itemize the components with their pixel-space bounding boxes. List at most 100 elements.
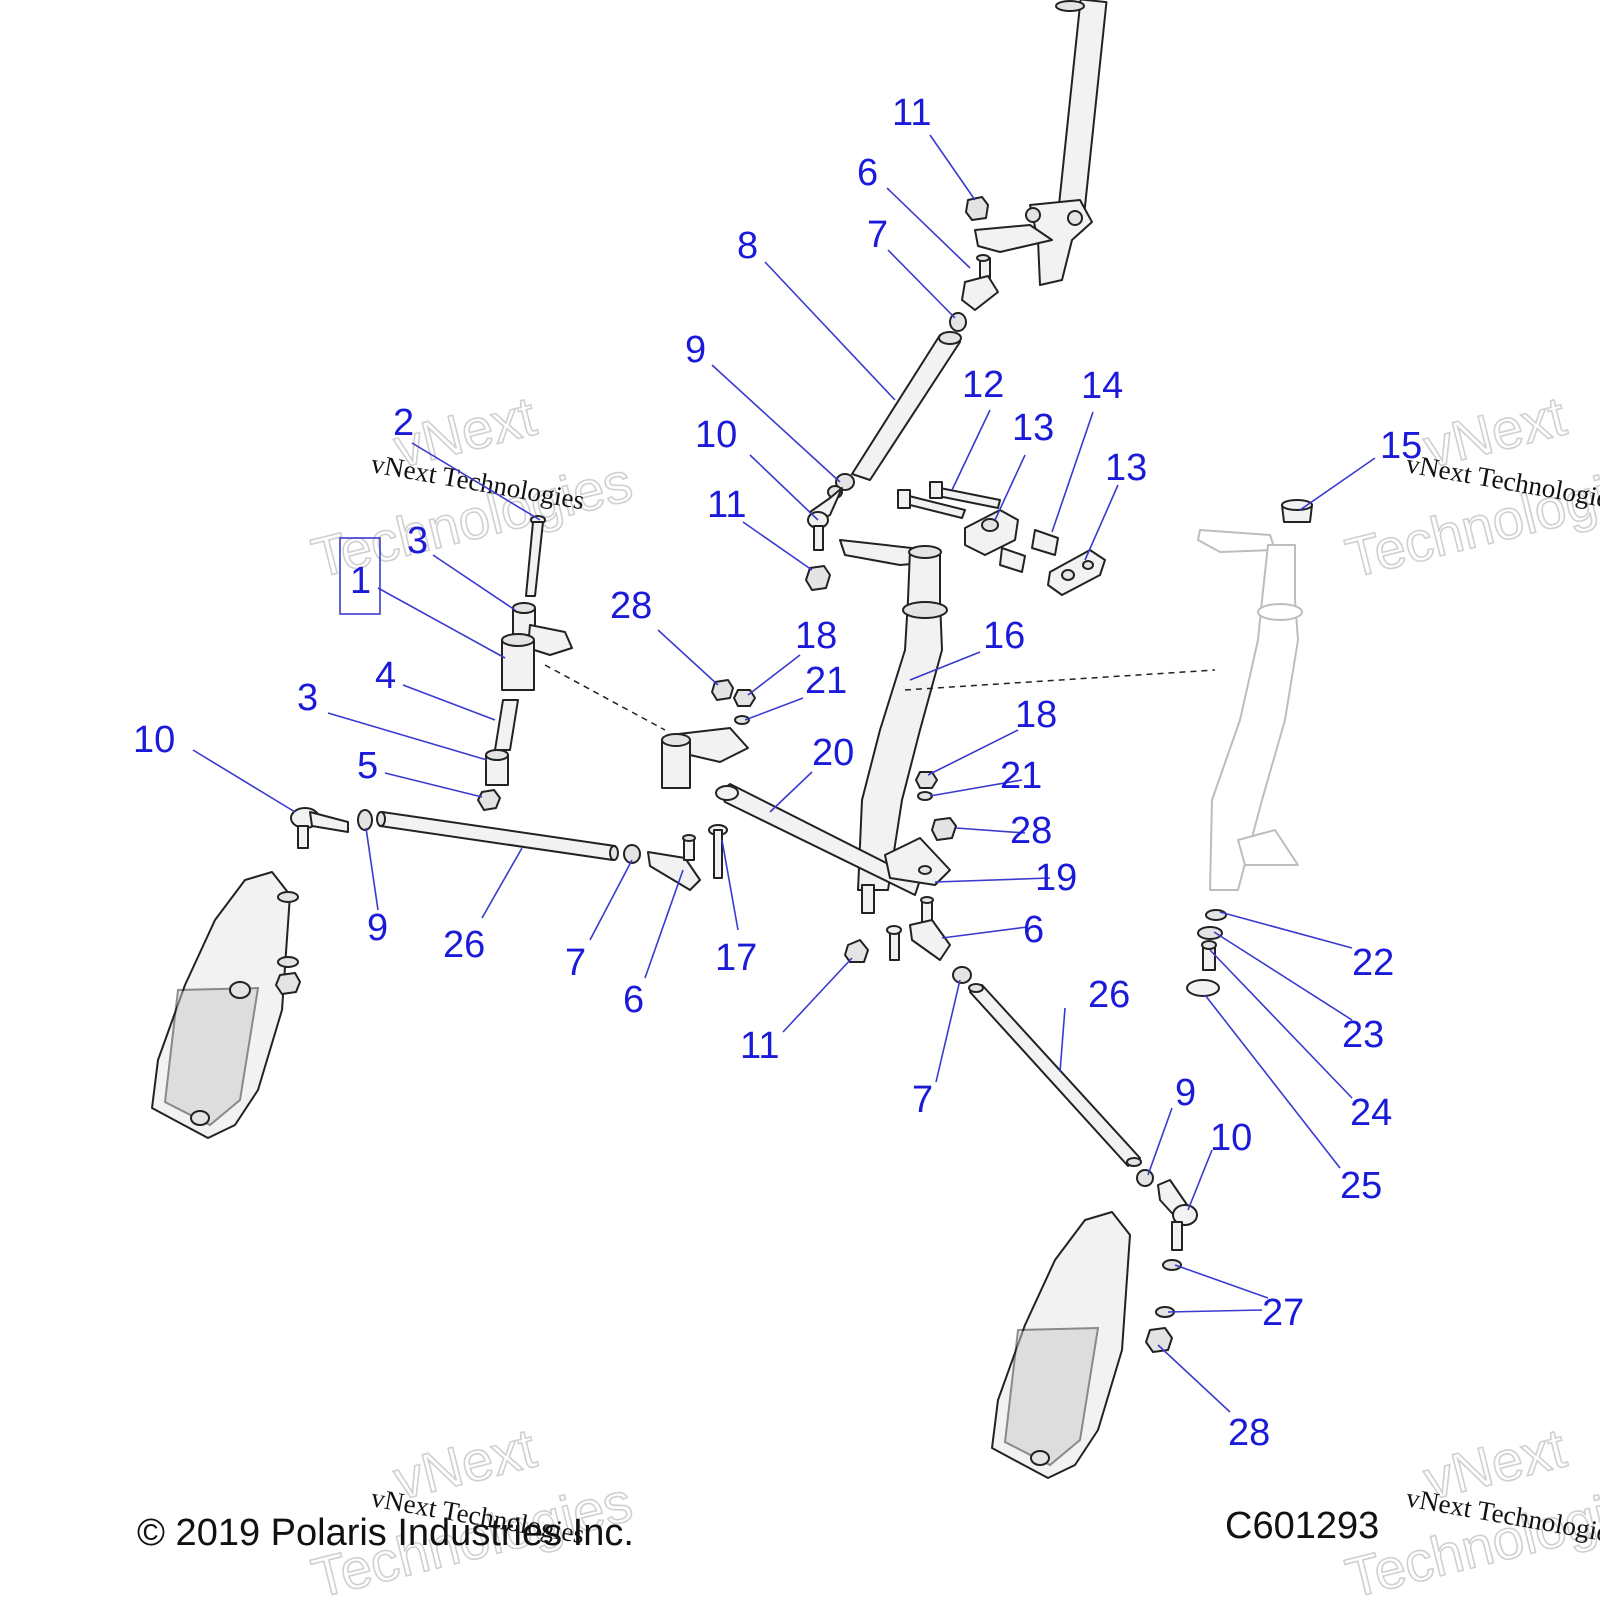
callout-27: 27	[1262, 1292, 1304, 1334]
tube-4	[494, 699, 519, 751]
callout-26: 26	[443, 924, 485, 966]
plug-15	[1281, 499, 1313, 523]
callout-9: 9	[685, 329, 706, 371]
bracket-19	[884, 837, 951, 886]
idler-pivot-bracket	[661, 727, 749, 789]
callout-box-1	[339, 537, 381, 615]
washer-21-mid	[734, 715, 750, 725]
callout-14: 14	[1081, 365, 1123, 407]
jam-nut-9-left	[357, 809, 373, 831]
diagram-code: C601293	[1225, 1505, 1379, 1547]
callout-21: 21	[1000, 755, 1042, 797]
callout-11: 11	[892, 92, 931, 134]
washer-23	[1197, 926, 1223, 940]
watermark-bottom-left: vNext Technologies vNext Technologies	[305, 1415, 639, 1600]
callout-numbers: 11 6 7 8 9 12 13 14 13 15 2 10 11 3 1 28…	[133, 92, 1422, 1454]
nut-28-lower	[1145, 1327, 1173, 1353]
callout-25: 25	[1340, 1165, 1382, 1207]
steering-shaft-16	[839, 539, 948, 914]
callout-26: 26	[1088, 974, 1130, 1016]
dashed-link-left	[544, 664, 666, 731]
bolt-2	[525, 515, 546, 597]
callout-9: 9	[367, 907, 388, 949]
jam-nut-7-right	[952, 966, 972, 984]
tie-rod-end-6-left	[647, 834, 701, 891]
callout-13: 13	[1012, 407, 1054, 449]
callout-4: 4	[375, 655, 396, 697]
tie-rod-end-10-right	[1157, 1179, 1198, 1251]
callout-11: 11	[707, 484, 746, 526]
bushing-3-lower	[485, 749, 509, 786]
washer-27-upper	[1162, 1259, 1182, 1271]
callout-16: 16	[983, 615, 1025, 657]
bolt-17	[708, 824, 728, 879]
callout-28: 28	[1228, 1412, 1270, 1454]
callout-10: 10	[133, 719, 175, 761]
tie-rod-26-left	[376, 811, 619, 861]
tie-rod-upper	[851, 331, 962, 481]
callout-9: 9	[1175, 1072, 1196, 1114]
callout-15: 15	[1380, 425, 1422, 467]
steering-column-ghost	[1197, 529, 1303, 891]
callout-11: 11	[740, 1025, 779, 1067]
jam-nut-7-left	[623, 844, 641, 864]
callout-10: 10	[695, 414, 737, 456]
callout-13: 13	[1105, 447, 1147, 489]
spacer-14	[999, 529, 1059, 573]
callout-5: 5	[357, 745, 378, 787]
watermark-top-right: vNext Technologies vNext Technologies	[1339, 383, 1600, 590]
callout-28: 28	[610, 585, 652, 627]
spindle-left	[151, 871, 301, 1139]
steering-column-upper	[974, 0, 1108, 286]
copyright-text: © 2019 Polaris Industries Inc.	[137, 1512, 634, 1554]
spindle-right	[991, 1211, 1131, 1479]
washer-21-right	[917, 791, 933, 801]
callout-17: 17	[715, 937, 757, 979]
tie-rod-end-6-right	[909, 896, 951, 961]
callout-6: 6	[623, 979, 644, 1021]
callout-1: 1	[350, 560, 371, 602]
bracket-13-left	[964, 509, 1019, 556]
callout-8: 8	[737, 225, 758, 267]
callout-12: 12	[962, 364, 1004, 406]
nut-upper	[965, 196, 989, 221]
callout-24: 24	[1350, 1092, 1392, 1134]
tie-rod-end-left	[290, 807, 349, 849]
callout-23: 23	[1342, 1014, 1384, 1056]
jam-nut-mid	[827, 473, 855, 499]
callout-18: 18	[1015, 694, 1057, 736]
tie-rod-end-mid	[807, 487, 843, 551]
nut-5	[477, 789, 501, 811]
callout-3: 3	[297, 677, 318, 719]
callout-28: 28	[1010, 810, 1052, 852]
callout-2: 2	[393, 402, 414, 444]
callout-7: 7	[565, 942, 586, 984]
callout-19: 19	[1035, 857, 1077, 899]
nut-11-lower	[844, 939, 869, 963]
callout-21: 21	[805, 660, 847, 702]
callout-7: 7	[867, 214, 888, 256]
callout-22: 22	[1352, 942, 1394, 984]
bolt-lower	[886, 925, 902, 961]
bolt-24	[1201, 940, 1217, 971]
callout-20: 20	[812, 732, 854, 774]
callout-6: 6	[857, 152, 878, 194]
leader-lines	[192, 134, 1376, 1413]
callout-10: 10	[1210, 1117, 1252, 1159]
washer-22	[1205, 909, 1227, 921]
nut-18-right	[915, 771, 938, 789]
nut-28-right	[931, 817, 957, 841]
pivot-1	[501, 624, 573, 691]
callout-7: 7	[912, 1079, 933, 1121]
callout-18: 18	[795, 615, 837, 657]
nut-mid	[805, 565, 831, 591]
watermark-top-left: vNext Technologies vNext Technologies	[305, 383, 639, 590]
callout-3: 3	[407, 520, 428, 562]
snap-ring-25	[1186, 979, 1220, 997]
tie-rod-26-right	[968, 983, 1142, 1167]
tie-rod-end-upper	[961, 254, 999, 311]
dashed-link-right	[904, 669, 1216, 691]
bolt-12	[897, 481, 1001, 519]
callout-6: 6	[1023, 909, 1044, 951]
